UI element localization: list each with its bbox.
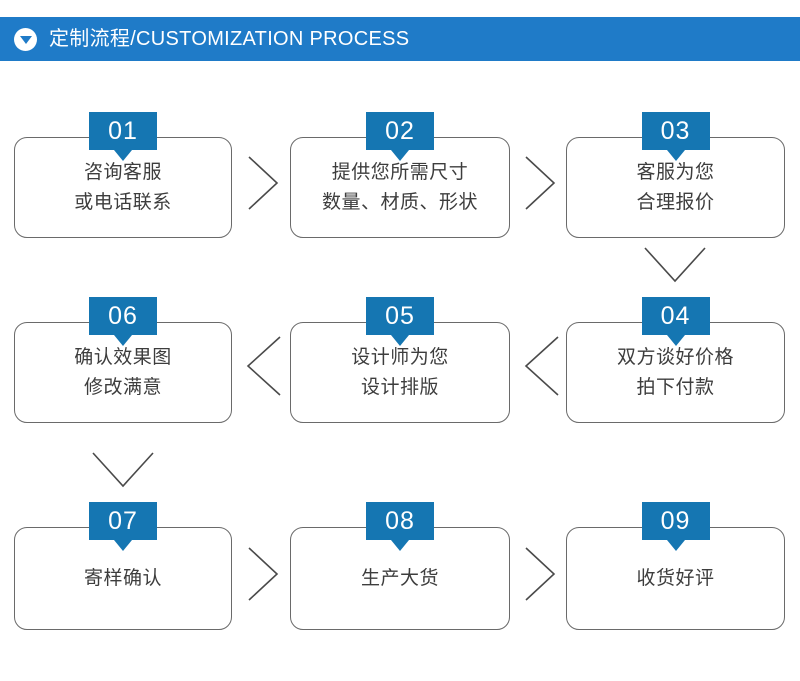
connector-07-to-08 xyxy=(243,544,283,604)
process-step-04[interactable]: 双方谈好价格 拍下付款 04 xyxy=(566,297,785,423)
connector-01-to-02 xyxy=(243,153,283,213)
process-step-01[interactable]: 咨询客服 或电话联系 01 xyxy=(14,112,232,238)
step-label: 提供您所需尺寸 数量、材质、形状 xyxy=(321,162,478,213)
triangle-down-icon xyxy=(14,27,37,51)
step-number-badge: 02 xyxy=(366,112,434,150)
process-grid: 咨询客服 或电话联系 01 提供您所需尺寸 数量、材质、形状 02 客服为您 合… xyxy=(0,61,800,681)
step-label: 设计师为您 设计排版 xyxy=(351,347,449,398)
process-step-09[interactable]: 收货好评 09 xyxy=(566,502,785,630)
step-label: 咨询客服 或电话联系 xyxy=(74,162,172,213)
step-label: 寄样确认 xyxy=(83,567,162,589)
connector-03-to-04 xyxy=(640,243,710,287)
process-step-06[interactable]: 确认效果图 修改满意 06 xyxy=(14,297,232,423)
step-number-badge: 01 xyxy=(89,112,157,150)
connector-02-to-03 xyxy=(520,153,560,213)
process-step-08[interactable]: 生产大货 08 xyxy=(290,502,510,630)
connector-05-to-06 xyxy=(240,333,286,399)
connector-06-to-07 xyxy=(88,448,158,492)
step-number-badge: 07 xyxy=(89,502,157,540)
step-label: 客服为您 合理报价 xyxy=(636,162,715,213)
step-box: 设计师为您 设计排版 xyxy=(290,322,510,423)
process-step-07[interactable]: 寄样确认 07 xyxy=(14,502,232,630)
step-number-badge: 09 xyxy=(641,502,710,540)
process-step-03[interactable]: 客服为您 合理报价 03 xyxy=(566,112,785,238)
process-step-05[interactable]: 设计师为您 设计排版 05 xyxy=(290,297,510,423)
step-label: 生产大货 xyxy=(360,567,439,589)
step-number-badge: 03 xyxy=(641,112,710,150)
connector-08-to-09 xyxy=(520,544,560,604)
step-number-badge: 04 xyxy=(641,297,710,335)
step-label: 双方谈好价格 拍下付款 xyxy=(616,347,734,398)
section-header-bar: 定制流程/CUSTOMIZATION PROCESS xyxy=(0,17,800,61)
step-number-badge: 06 xyxy=(89,297,157,335)
step-label: 确认效果图 修改满意 xyxy=(74,347,172,398)
process-step-02[interactable]: 提供您所需尺寸 数量、材质、形状 02 xyxy=(290,112,510,238)
connector-04-to-05 xyxy=(518,333,564,399)
page-title: 定制流程/CUSTOMIZATION PROCESS xyxy=(49,28,410,50)
step-number-badge: 08 xyxy=(366,502,434,540)
step-label: 收货好评 xyxy=(636,567,715,589)
step-number-badge: 05 xyxy=(366,297,434,335)
